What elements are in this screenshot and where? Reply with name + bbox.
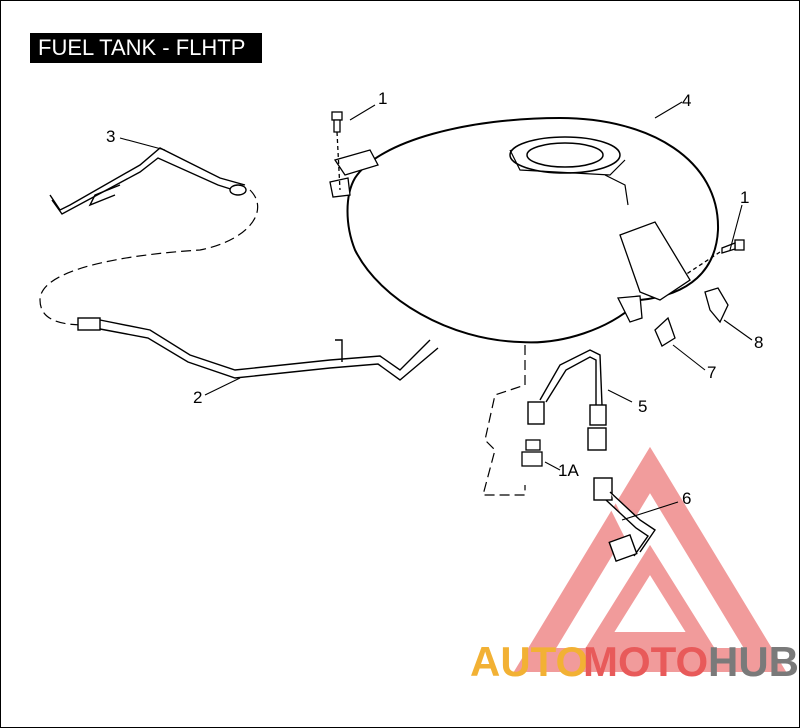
petcock-6 — [593, 477, 656, 563]
callout-4: 4 — [682, 91, 691, 110]
callout-1-right: 1 — [740, 188, 749, 207]
watermark-logo — [513, 446, 787, 672]
bushing-7 — [654, 316, 676, 347]
fuel-tank — [329, 116, 720, 344]
screw-1-top — [331, 111, 343, 191]
clip-8 — [704, 287, 729, 324]
watermark-hub: HUB — [708, 638, 799, 685]
diagram-title: FUEL TANK - FLHTP — [30, 33, 262, 63]
routing-line — [39, 189, 259, 326]
fuel-hose-2 — [77, 317, 439, 381]
callout-7: 7 — [707, 363, 716, 382]
dashed-connector — [482, 345, 526, 496]
callout-8: 8 — [754, 333, 763, 352]
vent-hose-3 — [49, 147, 247, 215]
fuel-hose-5 — [527, 349, 607, 451]
callout-1-top: 1 — [378, 89, 387, 108]
watermark-auto: AUTO — [470, 638, 588, 685]
callout-2: 2 — [193, 388, 202, 407]
watermark-text: AUTO MOTO HUB — [470, 638, 799, 685]
callout-3: 3 — [106, 127, 115, 146]
watermark-moto: MOTO — [583, 638, 708, 685]
callout-5: 5 — [638, 397, 647, 416]
fitting-1A — [521, 439, 543, 467]
callout-1A: 1A — [558, 461, 579, 480]
callout-6: 6 — [682, 489, 691, 508]
leader-lines — [119, 101, 753, 521]
